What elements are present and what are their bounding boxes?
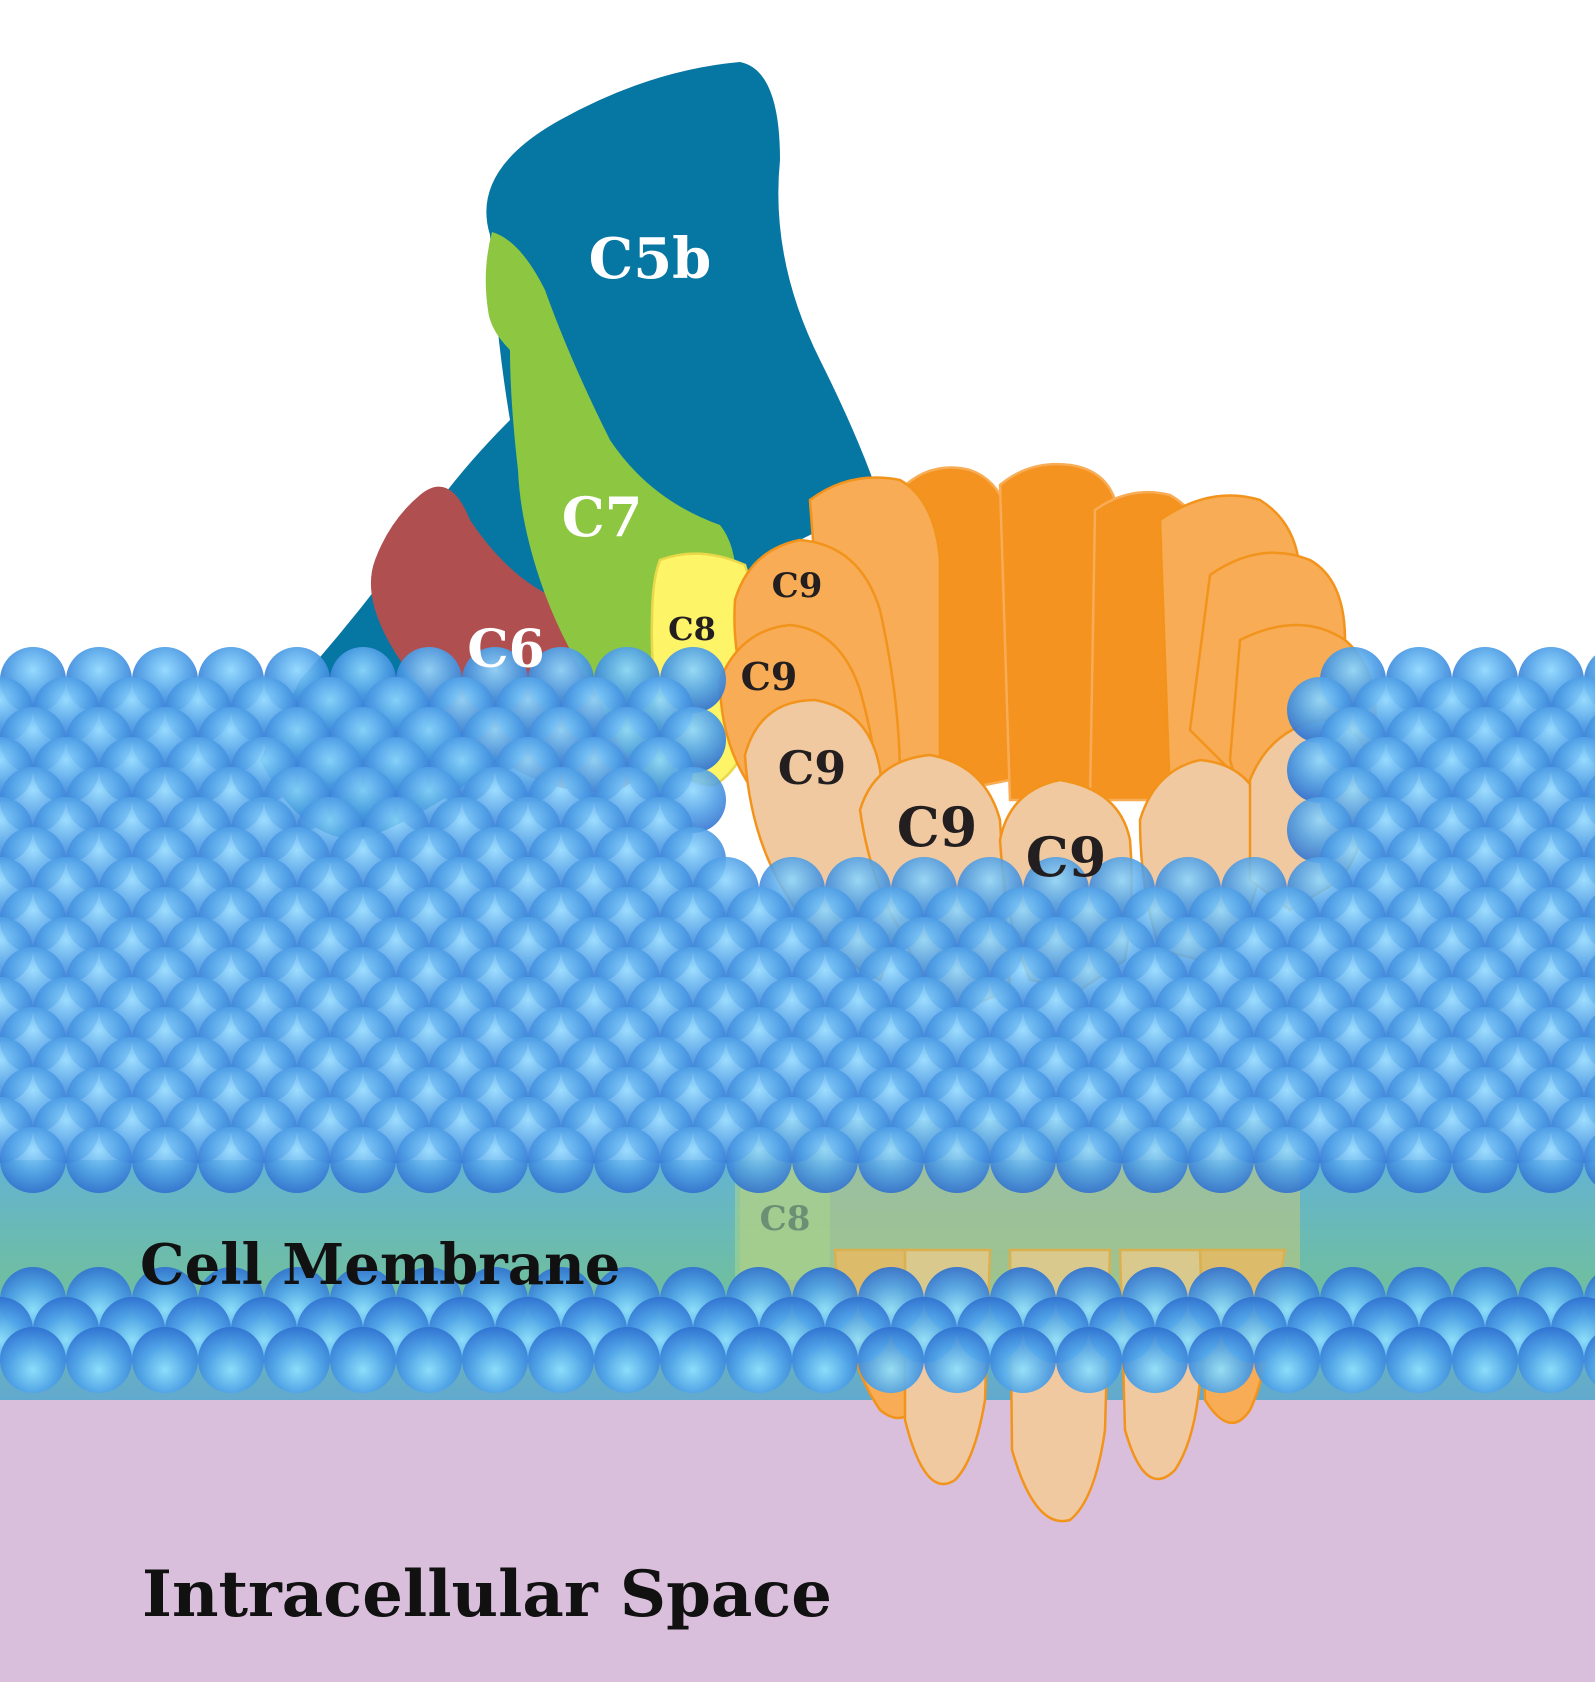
lipid-head <box>396 1327 462 1393</box>
lipid-head <box>1320 1327 1386 1393</box>
lipid-head <box>198 1127 264 1193</box>
lipid-head <box>1056 1127 1122 1193</box>
lipid-head <box>330 1327 396 1393</box>
lipid-head <box>1518 1127 1584 1193</box>
lipid-head <box>132 1327 198 1393</box>
lipid-head <box>792 1327 858 1393</box>
lipid-head <box>1122 1327 1188 1393</box>
lipid-head <box>594 1327 660 1393</box>
lipid-head <box>858 1127 924 1193</box>
label-c8-inner: C8 <box>760 1199 811 1239</box>
lipid-head <box>1122 1127 1188 1193</box>
lipid-head <box>1188 1127 1254 1193</box>
lipid-head <box>1188 1327 1254 1393</box>
lipid-head <box>726 1327 792 1393</box>
upper-lipid-leaflet <box>0 647 1595 1193</box>
label-c6: C6 <box>467 619 545 680</box>
lipid-head <box>660 1127 726 1193</box>
label-c9-1: C9 <box>772 566 823 606</box>
lipid-head <box>1254 1327 1320 1393</box>
lipid-head <box>462 1327 528 1393</box>
label-c8: C8 <box>668 610 716 648</box>
lipid-head <box>0 1127 66 1193</box>
lipid-head <box>198 1327 264 1393</box>
lipid-head <box>924 1327 990 1393</box>
lipid-head <box>990 1127 1056 1193</box>
intracellular-space <box>0 1390 1595 1682</box>
lipid-head <box>0 1327 66 1393</box>
lipid-head <box>1452 1327 1518 1393</box>
lipid-head <box>1518 1327 1584 1393</box>
lipid-head <box>924 1127 990 1193</box>
lipid-head <box>1386 1127 1452 1193</box>
lipid-head <box>792 1127 858 1193</box>
label-c9-3: C9 <box>778 741 847 795</box>
lipid-head <box>66 1127 132 1193</box>
label-c9-4: C9 <box>897 795 978 859</box>
lipid-head <box>1584 1335 1595 1385</box>
lipid-head <box>330 1127 396 1193</box>
label-c9-2: C9 <box>741 654 798 699</box>
lipid-head <box>264 1127 330 1193</box>
lipid-head <box>726 1127 792 1193</box>
lipid-head <box>1254 1127 1320 1193</box>
label-cell-membrane: Cell Membrane <box>140 1232 620 1298</box>
lipid-head <box>396 1127 462 1193</box>
label-c7: C7 <box>562 485 643 549</box>
lipid-head <box>528 1127 594 1193</box>
label-intracellular-space: Intracellular Space <box>142 1557 832 1632</box>
lipid-head <box>462 1127 528 1193</box>
lipid-head <box>1320 1127 1386 1193</box>
lipid-head <box>858 1327 924 1393</box>
lipid-head <box>660 1327 726 1393</box>
lipid-head <box>66 1327 132 1393</box>
lipid-head <box>1584 1135 1595 1185</box>
lipid-head <box>1386 1327 1452 1393</box>
lipid-head <box>1452 1127 1518 1193</box>
lipid-head <box>990 1327 1056 1393</box>
label-c5b: C5b <box>589 226 712 292</box>
lipid-head <box>1056 1327 1122 1393</box>
lipid-head <box>528 1327 594 1393</box>
label-c9-5: C9 <box>1026 825 1107 889</box>
lipid-head <box>594 1127 660 1193</box>
lower-lipid-leaflet <box>0 1267 1595 1393</box>
lipid-head <box>264 1327 330 1393</box>
lipid-head <box>132 1127 198 1193</box>
